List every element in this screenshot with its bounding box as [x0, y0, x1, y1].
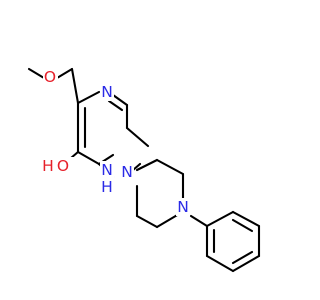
bond-ph-2 — [231, 210, 261, 228]
bond-pip-2 — [155, 158, 185, 176]
atom-label-nh-h: H — [101, 178, 113, 196]
bond-c6-n1 — [76, 90, 101, 105]
atom-label-pyrimidine-nh: N — [101, 161, 113, 179]
atom-label-hydroxyl-o: O — [57, 157, 69, 175]
atom-piperazine-n1: N — [120, 163, 134, 181]
bond-ph-1 — [205, 210, 235, 228]
atom-label-methoxy-o: O — [44, 68, 56, 86]
atom-pyrimidine-n3: N — [100, 83, 114, 101]
bond-o-ch2 — [55, 67, 74, 80]
atoms: O N N N H H O N — [40, 68, 190, 216]
atom-pyrimidine-nh: N H — [100, 161, 114, 197]
bond-pip-5 — [135, 214, 159, 229]
atom-methoxy-o: O — [43, 68, 58, 86]
bond-ph-2-double — [231, 218, 254, 233]
bond-methyl-o — [27, 67, 46, 80]
bond-ph-4 — [231, 254, 261, 273]
atom-hydroxyl: H O — [40, 157, 74, 175]
atom-piperazine-n4: N — [176, 198, 190, 216]
bond-c4-c5 — [76, 150, 101, 166]
bond-pip-1 — [135, 158, 159, 172]
bond-ph-4-double — [231, 250, 254, 265]
atom-label-piperazine-n1: N — [121, 163, 133, 181]
bond-pipn-phenyl — [189, 214, 209, 228]
bond-n1-c2 — [111, 93, 129, 107]
atom-label-hydroxyl-h: H — [42, 157, 54, 175]
bond-c2-pipn — [125, 126, 150, 148]
atom-label-piperazine-n4: N — [177, 198, 189, 216]
atom-label-pyrimidine-n3: N — [101, 83, 113, 101]
bond-n1-c2-double — [107, 99, 124, 112]
bond-ch2-c6 — [70, 67, 80, 105]
molecule-structure: O N N N H H O N — [27, 67, 261, 273]
bond-ph-5 — [205, 254, 235, 273]
bond-pip-4 — [155, 212, 181, 229]
